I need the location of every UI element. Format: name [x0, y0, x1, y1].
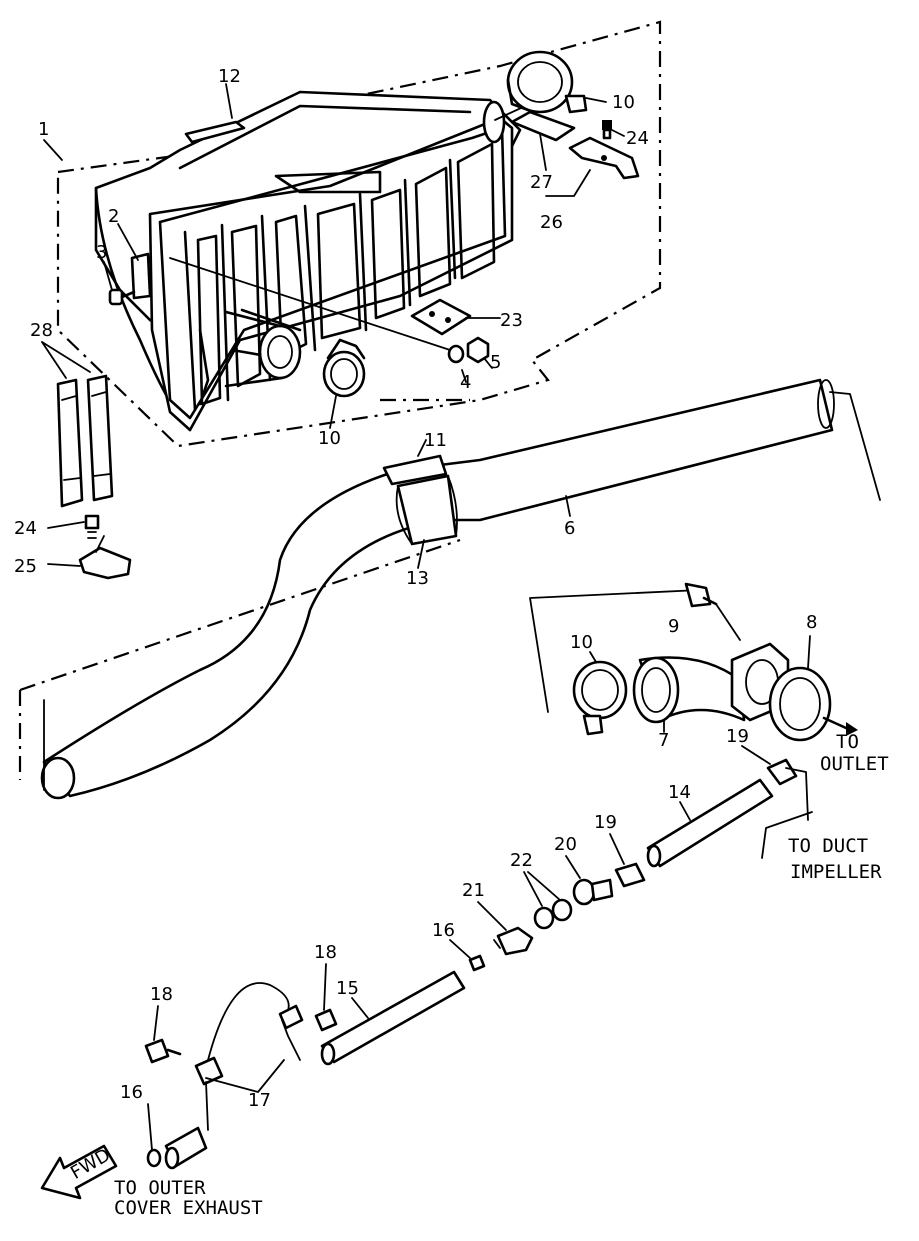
callout-27: 27	[530, 172, 553, 193]
callout-19b: 19	[594, 812, 617, 833]
callout-11: 11	[424, 430, 447, 451]
callout-10c: 10	[570, 632, 593, 653]
callout-12: 12	[218, 66, 241, 87]
part-10-clamp-a	[322, 338, 366, 429]
callout-5: 5	[490, 352, 501, 373]
note-to-outlet-1: TO	[836, 731, 859, 753]
part-19-clip-a	[766, 758, 809, 821]
part-18-fitting-b	[144, 1038, 182, 1064]
part-2-bracket	[117, 223, 152, 300]
callout-10b: 10	[318, 428, 341, 449]
to-duct-leader	[761, 811, 813, 859]
part-13-joint-hose	[395, 474, 458, 569]
callout-17: 17	[248, 1090, 271, 1111]
part-10-clamp-b	[506, 50, 607, 114]
part-21-fitting	[493, 926, 534, 956]
part-6-exhaust-pipe	[40, 378, 881, 800]
callout-18a: 18	[314, 942, 337, 963]
part-25-bracket	[78, 535, 132, 580]
callout-19a: 19	[726, 726, 749, 747]
assembly-dash-lines	[18, 398, 470, 780]
callout-26: 26	[540, 212, 563, 233]
callout-14: 14	[668, 782, 691, 803]
callout-4: 4	[460, 372, 471, 393]
part-3-screw	[103, 261, 136, 306]
callout-7: 7	[658, 730, 669, 751]
note-to-duct-2: IMPELLER	[790, 861, 882, 883]
callout-6: 6	[564, 518, 575, 539]
callout-22: 22	[510, 850, 533, 871]
part-16-clip-b	[146, 1103, 162, 1168]
note-to-outlet-2: OUTLET	[820, 753, 889, 775]
callout-25: 25	[14, 556, 37, 577]
notes: TO OUTLET TO DUCT IMPELLER TO OUTER COVE…	[114, 731, 889, 1219]
outlet-assembly-boundary	[529, 589, 701, 713]
callout-20: 20	[554, 834, 577, 855]
part-12-plate	[184, 83, 246, 144]
callout-24b: 24	[14, 518, 37, 539]
part-24-bolt-a	[602, 120, 625, 140]
part-10-clamp-c	[572, 660, 628, 736]
part-9-bolt	[684, 582, 741, 641]
outer-hose-stub	[164, 1126, 208, 1170]
fwd-arrow-icon: FWD	[40, 1145, 118, 1200]
callout-18b: 18	[150, 984, 173, 1005]
part-26-bracket	[545, 136, 640, 197]
callout-10a: 10	[612, 92, 635, 113]
part-8-gasket	[768, 666, 858, 742]
part-17-hose-loop	[194, 982, 304, 1131]
callout-16a: 16	[432, 920, 455, 941]
note-to-outer-2: COVER EXHAUST	[114, 1197, 263, 1219]
part-5-nut	[466, 336, 493, 369]
callouts: 1 2 3 4 5 6 7 8 9 10 10 10 11 12 13 14 1…	[14, 66, 817, 1111]
leader-line-2-4	[169, 257, 451, 351]
callout-16b: 16	[120, 1082, 143, 1103]
part-24-bolt-b	[84, 514, 100, 539]
note-to-outer-1: TO OUTER	[114, 1177, 206, 1199]
callout-3: 3	[96, 242, 107, 263]
part-14-hose	[646, 778, 774, 868]
part-19-clip-b	[614, 862, 646, 888]
muffler-box	[94, 90, 522, 432]
note-to-duct-1: TO DUCT	[788, 835, 868, 857]
part-28-straps	[41, 341, 114, 508]
callout-15: 15	[336, 978, 359, 999]
callout-24a: 24	[626, 128, 649, 149]
callout-9: 9	[668, 616, 679, 637]
part-23-pad	[410, 298, 501, 336]
part-16-clip-a	[468, 954, 486, 972]
callout-2: 2	[108, 206, 119, 227]
part-18-fitting-a	[314, 1008, 338, 1032]
callout-13: 13	[406, 568, 429, 589]
part-22-washers	[533, 898, 573, 930]
part-7-elbow	[632, 656, 746, 733]
part-4-washer	[447, 344, 467, 383]
part-20-spacer	[572, 878, 614, 906]
callout-21: 21	[462, 880, 485, 901]
part-15-hose	[320, 970, 466, 1066]
callout-23: 23	[500, 310, 523, 331]
callout-28: 28	[30, 320, 53, 341]
callout-8: 8	[806, 612, 817, 633]
part-11-clamp	[382, 439, 448, 486]
callout-1: 1	[38, 119, 49, 140]
part-27-pad	[510, 110, 576, 171]
